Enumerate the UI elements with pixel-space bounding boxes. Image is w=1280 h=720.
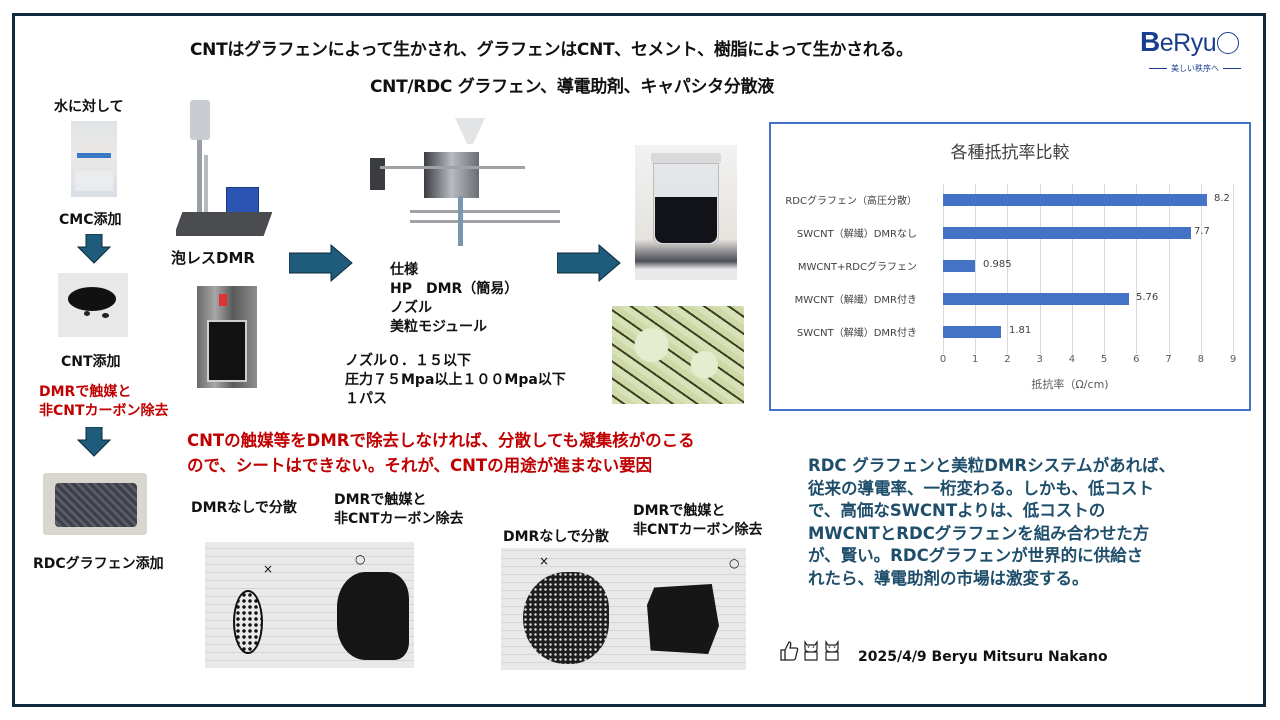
foamless-dmr-machine-photo [176,100,272,238]
pass-mark: ○ [355,552,366,566]
maneki-neko-icon [825,640,839,661]
bar-value-label: 7.7 [1194,226,1210,237]
chart-bar [943,260,975,272]
comparison1-left-label: DMRなしで分散 [191,500,297,516]
gridline [1071,184,1073,354]
category-label: MWCNT+RDCグラフェン [797,262,917,273]
foamless-dmr-label: 泡レスDMR [171,249,255,267]
gridline [1007,184,1009,354]
category-label: SWCNT（解繊）DMRなし [796,229,917,240]
operating-parameters: ノズル０．１５以下 圧力７５Mpa以上１００Mpa以下 １パス [345,353,566,407]
x-tick: 2 [1004,354,1011,365]
x-tick: 1 [972,354,979,365]
slide-title: CNTはグラフェンによって生かされ、グラフェンはCNT、セメント、樹脂によって生… [190,40,913,60]
spec-list: 仕様 HP DMR（簡易） ノズル 美粒モジュール [390,262,519,335]
fail-mark: × [263,562,274,576]
maneki-neko-icon [804,640,818,661]
gridline [1233,184,1234,354]
footer-icons [779,640,841,662]
logo-circle-icon [1217,32,1240,54]
comparison2-right-label-line1: DMRで触媒と [633,503,726,519]
logo-wordmark: eRyu [1159,29,1217,57]
beryu-logo: BeRyu 美しい秩序へ [1140,28,1250,78]
chart-bar [943,293,1129,305]
comparison1-right-label-line1: DMRで触媒と [334,492,427,508]
x-axis: 0 1 2 3 4 5 6 7 8 9 [940,124,1236,409]
hp-dmr-pump-photo [350,118,570,248]
microscope-dispersion-photo [612,306,744,404]
step-dmr-label-line1: DMRで触媒と [39,384,132,400]
comparison2-right-label-line2: 非CNTカーボン除去 [633,522,763,538]
gridline [1104,184,1106,354]
fail-mark: × [539,554,550,568]
step-dmr-label-line2: 非CNTカーボン除去 [39,403,169,419]
rdc-graphene-tray-photo [43,473,147,535]
category-label: SWCNT（解繊）DMR付き [796,328,917,339]
comparison2-left-label: DMRなしで分散 [503,529,609,545]
logo-letter-b: B [1140,26,1160,57]
sheet-comparison-photo-2: × ○ [501,548,746,670]
step-cmc-label: CMC添加 [59,212,122,228]
arrow-down-icon [77,234,111,264]
pass-mark: ○ [729,556,740,570]
x-tick: 4 [1068,354,1076,365]
category-label: RDCグラフェン（高圧分散） [785,196,917,207]
chart-bar [943,194,1208,206]
x-tick: 5 [1100,354,1108,365]
bar-value-label: 5.76 [1136,292,1159,303]
author-credit: 2025/4/9 Beryu Mitsuru Nakano [858,649,1108,665]
x-tick: 6 [1133,354,1140,365]
conclusion-text: RDC グラフェンと美粒DMRシステムがあれば、 従来の導電率、一桁変わる。しか… [808,456,1176,588]
x-tick: 0 [939,354,947,365]
step-cnt-label: CNT添加 [61,354,121,370]
gridline [1168,184,1170,354]
gridline [1039,184,1041,354]
cnt-powder-photo [58,273,128,337]
category-label: MWCNT（解繊）DMR付き [794,295,917,306]
sheet-comparison-photo-1: × ○ [205,542,414,668]
x-axis-label: 抵抗率（Ω/cm) [1031,378,1109,391]
resistivity-bar-chart: 各種抵抗率比較 8.2 7.7 0.985 5.76 1.81 RDCグラフェン… [769,122,1251,411]
thumbs-up-icon [780,641,799,661]
x-tick: 7 [1165,354,1172,365]
gridline [1200,184,1202,354]
chart-title: 各種抵抗率比較 [950,143,1070,163]
gridline [975,184,977,354]
comparison1-right-label-line2: 非CNTカーボン除去 [334,511,464,527]
step-water-label: 水に対して [54,99,124,115]
chart-plot-area: 8.2 7.7 0.985 5.76 1.81 RDCグラフェン（高圧分散） S… [785,184,1234,354]
logo-tagline: 美しい秩序へ [1140,63,1250,74]
arrow-right-icon [557,244,621,282]
x-tick: 3 [1036,354,1043,365]
warning-text: CNTの触媒等をDMRで除去しなければ、分散しても凝集核がのこる ので、シートは… [187,431,695,475]
chart-bar [943,227,1192,239]
bar-value-label: 1.81 [1009,325,1032,336]
chart-bar [943,326,1002,338]
slide-subtitle: CNT/RDC グラフェン、導電助剤、キャパシタ分散液 [370,77,774,97]
step-rdc-label: RDCグラフェン添加 [33,556,164,572]
dispersion-jar-photo [635,145,737,280]
dmr-beaker-photo [197,286,257,388]
x-tick: 8 [1197,354,1204,365]
cmc-powder-bag-photo [71,121,117,197]
arrow-right-icon [289,244,353,282]
arrow-down-icon [77,427,111,457]
bar-value-label: 0.985 [983,259,1012,270]
bar-value-label: 8.2 [1214,193,1230,204]
gridline [1136,184,1138,354]
x-tick: 9 [1229,354,1237,365]
